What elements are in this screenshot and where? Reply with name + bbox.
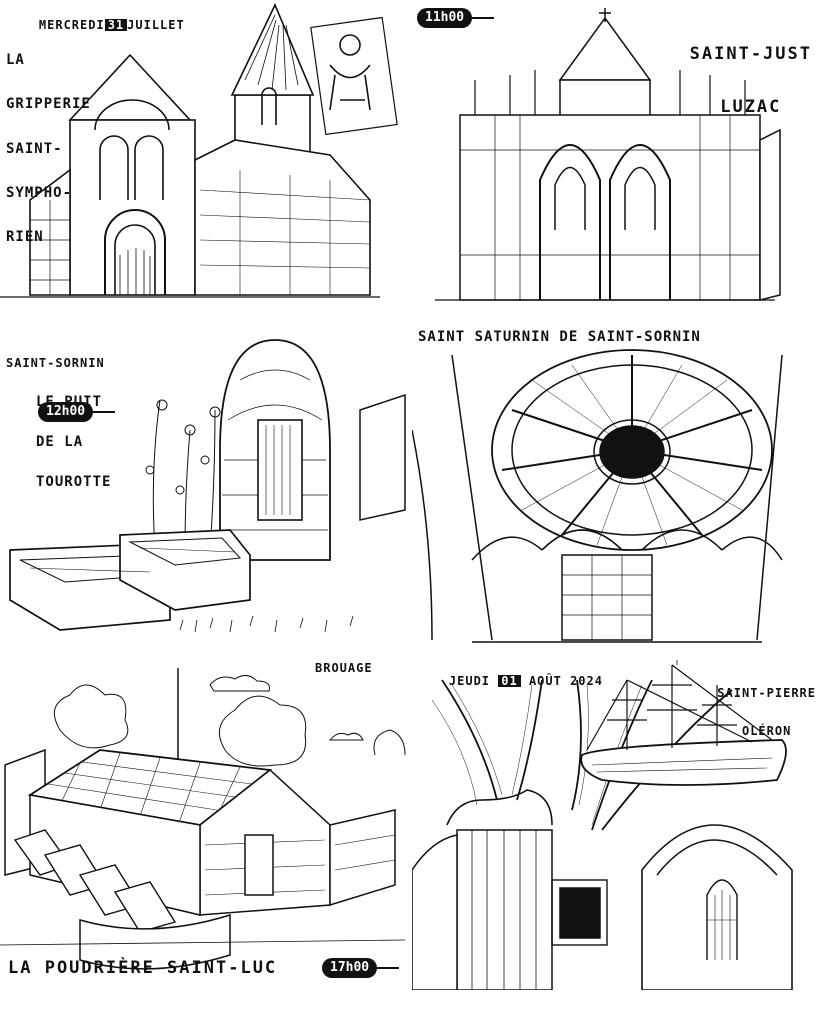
time-badge: 11h00 xyxy=(417,8,495,28)
title-line: TOUROTTE xyxy=(36,473,112,490)
title-line: SAINT-SORNIN xyxy=(6,356,105,371)
gothic-church-sketch xyxy=(435,8,781,301)
title-line: LA xyxy=(6,52,25,69)
panel-saint-just-church: 11h00 SAINT-JUST LUZAC xyxy=(415,0,830,305)
place-title: SAINT-SORNIN LE PUIT DE LA TOUROTTE xyxy=(6,332,111,515)
panel-tourotte-well: SAINT-SORNIN LE PUIT DE LA TOUROTTE 12h0… xyxy=(0,320,410,650)
place-title: SAINT SATURNIN DE SAINT-SORNIN xyxy=(418,329,701,345)
date-day: JEUDI xyxy=(448,673,491,688)
time-badge: 17h00 xyxy=(322,958,400,978)
church-sketch xyxy=(0,3,398,298)
dome-vault-sketch xyxy=(412,349,783,643)
date-header: JEUDI 01 AOÛT 2024 xyxy=(416,662,603,700)
place-title: LA GRIPPERIE SAINT- SYMPHO- RIEN xyxy=(6,24,91,274)
date-month: AOÛT 2024 xyxy=(528,673,603,688)
date-number: 01 xyxy=(498,674,521,688)
well-sketch xyxy=(9,339,406,633)
date-month: JUILLET xyxy=(127,17,185,32)
date-number: 31 xyxy=(104,18,128,32)
place-name: BROUAGE xyxy=(315,661,373,675)
title-line: SAINT-JUST xyxy=(689,43,812,64)
panel-saint-pierre-oleron: JEUDI 01 AOÛT 2024 SAINT-PIERRE OLÉRON xyxy=(412,660,830,990)
powder-house-sketch xyxy=(0,668,406,970)
place-title: SAINT-PIERRE OLÉRON xyxy=(717,662,816,763)
title-line: SAINT- xyxy=(6,140,63,157)
date-day: MERCREDI xyxy=(38,17,105,32)
place-title: LA POUDRIÈRE SAINT-LUC xyxy=(8,958,278,978)
title-line: LUZAC xyxy=(720,97,782,118)
panel-poudriere-saint-luc: BROUAGE LA POUDRIÈRE SAINT-LUC 17h00 xyxy=(0,660,410,990)
title-line: GRIPPERIE xyxy=(6,96,91,113)
title-line: OLÉRON xyxy=(741,723,792,738)
panel-saint-saturnin-vault: SAINT SATURNIN DE SAINT-SORNIN xyxy=(412,320,830,650)
church-interior-ship-sketch xyxy=(412,660,793,990)
title-line: RIEN xyxy=(6,228,44,245)
place-title: SAINT-JUST LUZAC xyxy=(690,10,812,153)
time-badge: 12h00 xyxy=(38,402,116,422)
title-line: SYMPHO- xyxy=(6,184,73,201)
title-line: DE LA xyxy=(36,433,84,450)
title-line: SAINT-PIERRE xyxy=(717,686,816,701)
